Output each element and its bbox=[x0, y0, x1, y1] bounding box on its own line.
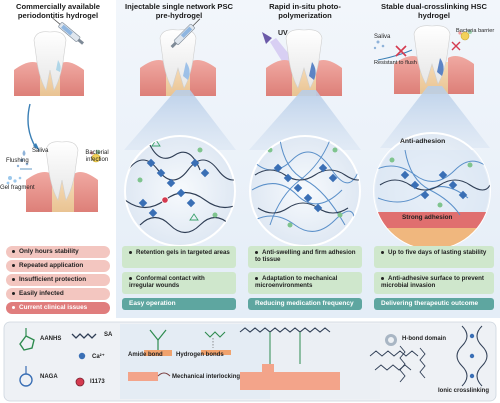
gel-fragment-label: Gel fragment bbox=[0, 185, 35, 191]
mechanical-interlocking-label: Mechanical interlocking bbox=[172, 374, 241, 380]
sa-label: SA bbox=[104, 332, 113, 338]
amide-bond-label: Amide bond bbox=[128, 352, 163, 358]
saliva-label: Saliva bbox=[374, 34, 391, 40]
zoom-cone bbox=[380, 86, 490, 148]
syringe-icon bbox=[170, 18, 201, 49]
amide-bond-icon bbox=[144, 329, 172, 356]
flow-arrow bbox=[27, 103, 37, 149]
legend-graphics bbox=[3, 321, 497, 402]
flushing-label: Flushing bbox=[6, 158, 29, 164]
aanhs-label: AANHS bbox=[40, 336, 62, 342]
benefit-card: Anti-swelling and firm adhesion to tissu… bbox=[248, 246, 362, 268]
syringe-icon bbox=[52, 17, 85, 45]
photo-title: Rapid in-situ photo-polymerization bbox=[269, 2, 341, 20]
h-bond-domain-label: H-bond domain bbox=[402, 336, 446, 342]
commercial-tooth-top bbox=[14, 31, 84, 96]
hsc-title: Stable dual-crosslinking HSC hydrogel bbox=[381, 2, 487, 20]
psc-title: Injectable single network PSC pre-hydrog… bbox=[124, 2, 234, 20]
commercial-tooth-bottom bbox=[26, 141, 98, 212]
bacterial-infection-label: Bacterial infection bbox=[85, 150, 109, 163]
ionic-crosslinking-icon bbox=[456, 325, 488, 387]
bond-detail-diagram bbox=[239, 327, 340, 390]
saliva-label: Saliva bbox=[32, 148, 49, 154]
aanhs-icon bbox=[19, 328, 35, 351]
photo-network-circle bbox=[249, 135, 361, 247]
hsc-tooth bbox=[394, 25, 474, 94]
benefit-card: Retention gels in targeted areas bbox=[122, 246, 236, 268]
benefit-card: Up to five days of lasting stability bbox=[374, 246, 494, 268]
commercial-title: Commercially available periodontitis hyd… bbox=[16, 2, 100, 20]
block-cross-icon bbox=[451, 41, 461, 51]
i1173-label: I1173 bbox=[90, 379, 105, 385]
strong-adhesion-label: Strong adhesion bbox=[402, 214, 453, 221]
benefit-summary: Easy operation bbox=[122, 298, 236, 310]
bacteria-icon bbox=[458, 30, 472, 41]
photo-tooth bbox=[266, 29, 342, 96]
hsc-network-circle bbox=[373, 132, 491, 250]
zoom-cone bbox=[124, 90, 236, 150]
uv-label: UV bbox=[278, 30, 288, 37]
benefit-summary: Delivering therapeutic outcome bbox=[374, 298, 494, 310]
illustration bbox=[6, 17, 491, 250]
psc-tooth bbox=[140, 29, 216, 96]
ca-icon bbox=[78, 352, 86, 360]
hydrogen-bonds-icon bbox=[201, 331, 231, 355]
benefit-card: Anti-adhesive surface to prevent microbi… bbox=[374, 272, 494, 294]
issue-summary: Current clinical issues bbox=[6, 302, 110, 314]
flow-arrow-head bbox=[33, 143, 40, 151]
benefit-card: Conformal contact with irregular wounds bbox=[122, 272, 236, 294]
i1173-icon bbox=[75, 377, 85, 387]
issue-pill: Easily infected bbox=[6, 288, 110, 300]
ca-label: Ca²⁺ bbox=[92, 354, 105, 360]
naga-label: NAGA bbox=[40, 374, 58, 380]
ionic-crosslinking-label: Ionic crosslinking bbox=[438, 388, 490, 394]
mechanical-interlocking-icon bbox=[128, 372, 171, 381]
h-bond-network-diagram bbox=[369, 345, 426, 383]
benefit-summary: Reducing medication frequency bbox=[248, 298, 362, 310]
issue-pill: Repeated application bbox=[6, 260, 110, 272]
sa-icon bbox=[71, 333, 97, 339]
saliva-drops bbox=[16, 150, 29, 168]
zoom-cone bbox=[249, 90, 361, 150]
bacteria-icon bbox=[90, 149, 101, 163]
gel-fragment-particles bbox=[6, 176, 22, 185]
benefit-card: Adaptation to mechanical microenvironmen… bbox=[248, 272, 362, 294]
issue-pill: Only hours stability bbox=[6, 246, 110, 258]
issue-pill: Insufficient protection bbox=[6, 274, 110, 286]
saliva-drops bbox=[373, 40, 385, 50]
anti-adhesion-label: Anti-adhesion bbox=[400, 138, 446, 145]
h-bond-domain-icon bbox=[385, 334, 397, 346]
resistant-to-flush-label: Resistant to flush bbox=[374, 60, 417, 66]
hydrogen-bonds-label: Hydrogen bonds bbox=[176, 352, 224, 358]
psc-network-circle bbox=[124, 135, 236, 247]
block-cross-icon bbox=[395, 45, 407, 57]
bacteria-barrier-label: Bacteria barrier bbox=[456, 28, 495, 34]
naga-icon bbox=[19, 366, 33, 387]
